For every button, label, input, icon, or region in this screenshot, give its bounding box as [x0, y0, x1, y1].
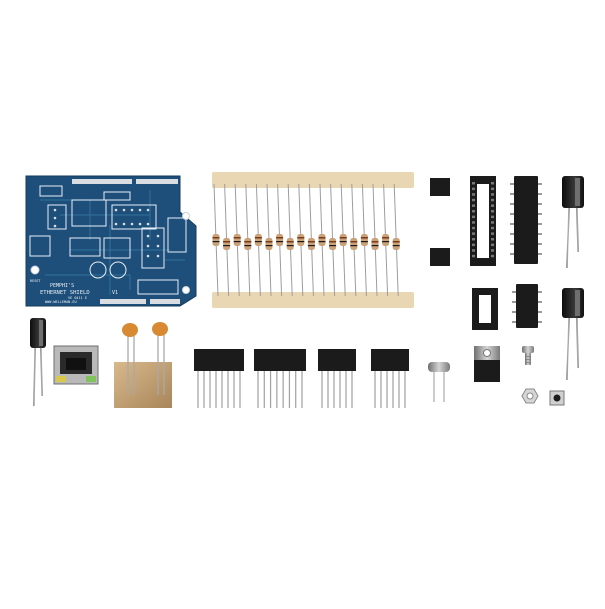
pcb-title-text: ETHERNET SHIELD [40, 290, 90, 296]
rj45-jack-icon [53, 345, 99, 385]
resistor-icon [307, 183, 315, 297]
resistor-icon [297, 183, 305, 297]
pcb-brand-text: PEMPHI'S [50, 283, 74, 289]
ic-socket-icon [470, 176, 496, 266]
resistor-icon [286, 183, 294, 297]
resistor-strip-icon [212, 172, 414, 308]
resistor-icon [339, 183, 347, 297]
resistor-icon [382, 183, 390, 297]
pcb-board-icon: PEMPHI'S ETHERNET SHIELD V1 VE 0411 E WW… [25, 175, 197, 307]
pcb-reset-text: RESET [30, 279, 41, 283]
resistor-icon [212, 183, 220, 297]
crystal-icon [428, 362, 450, 402]
resistor-icon [276, 183, 284, 297]
resistor-icon [244, 183, 252, 297]
resistor-icon [392, 183, 400, 297]
resistor-icon [254, 183, 262, 297]
stackable-header-group [194, 349, 409, 408]
resistor-icon [350, 183, 358, 297]
stackable-header-icon [318, 349, 356, 408]
voltage-regulator-icon [474, 346, 500, 414]
electrolytic-capacitor-icon [562, 288, 584, 381]
resistor-icon [233, 183, 241, 297]
ic-socket-icon [472, 288, 498, 330]
ic-chip-icon [510, 176, 542, 264]
resistor-icon [223, 183, 231, 297]
pushbutton-icon [549, 390, 565, 406]
pin-header-icon [430, 248, 450, 305]
pin-header-icon [430, 178, 450, 235]
nut-icon [521, 388, 539, 404]
screw-icon [522, 346, 534, 365]
stackable-header-icon [194, 349, 244, 408]
resistor-icon [329, 183, 337, 297]
ic-chip-icon [512, 284, 542, 328]
pcb-version-text: V1 [112, 290, 118, 296]
pcb-site-text: WWW.WELLEMAN.EU [45, 300, 77, 304]
ceramic-capacitor-icon [114, 322, 172, 408]
resistor-icon [360, 183, 368, 297]
resistor-icon [265, 183, 273, 297]
pcb-code-text: VE 0411 E [68, 296, 87, 300]
stackable-header-icon [254, 349, 306, 408]
electrolytic-capacitor-icon [562, 176, 584, 269]
resistor-icon [371, 183, 379, 297]
resistor-icon [318, 183, 326, 297]
electrolytic-capacitor-icon [30, 318, 46, 407]
stackable-header-icon [371, 349, 409, 408]
